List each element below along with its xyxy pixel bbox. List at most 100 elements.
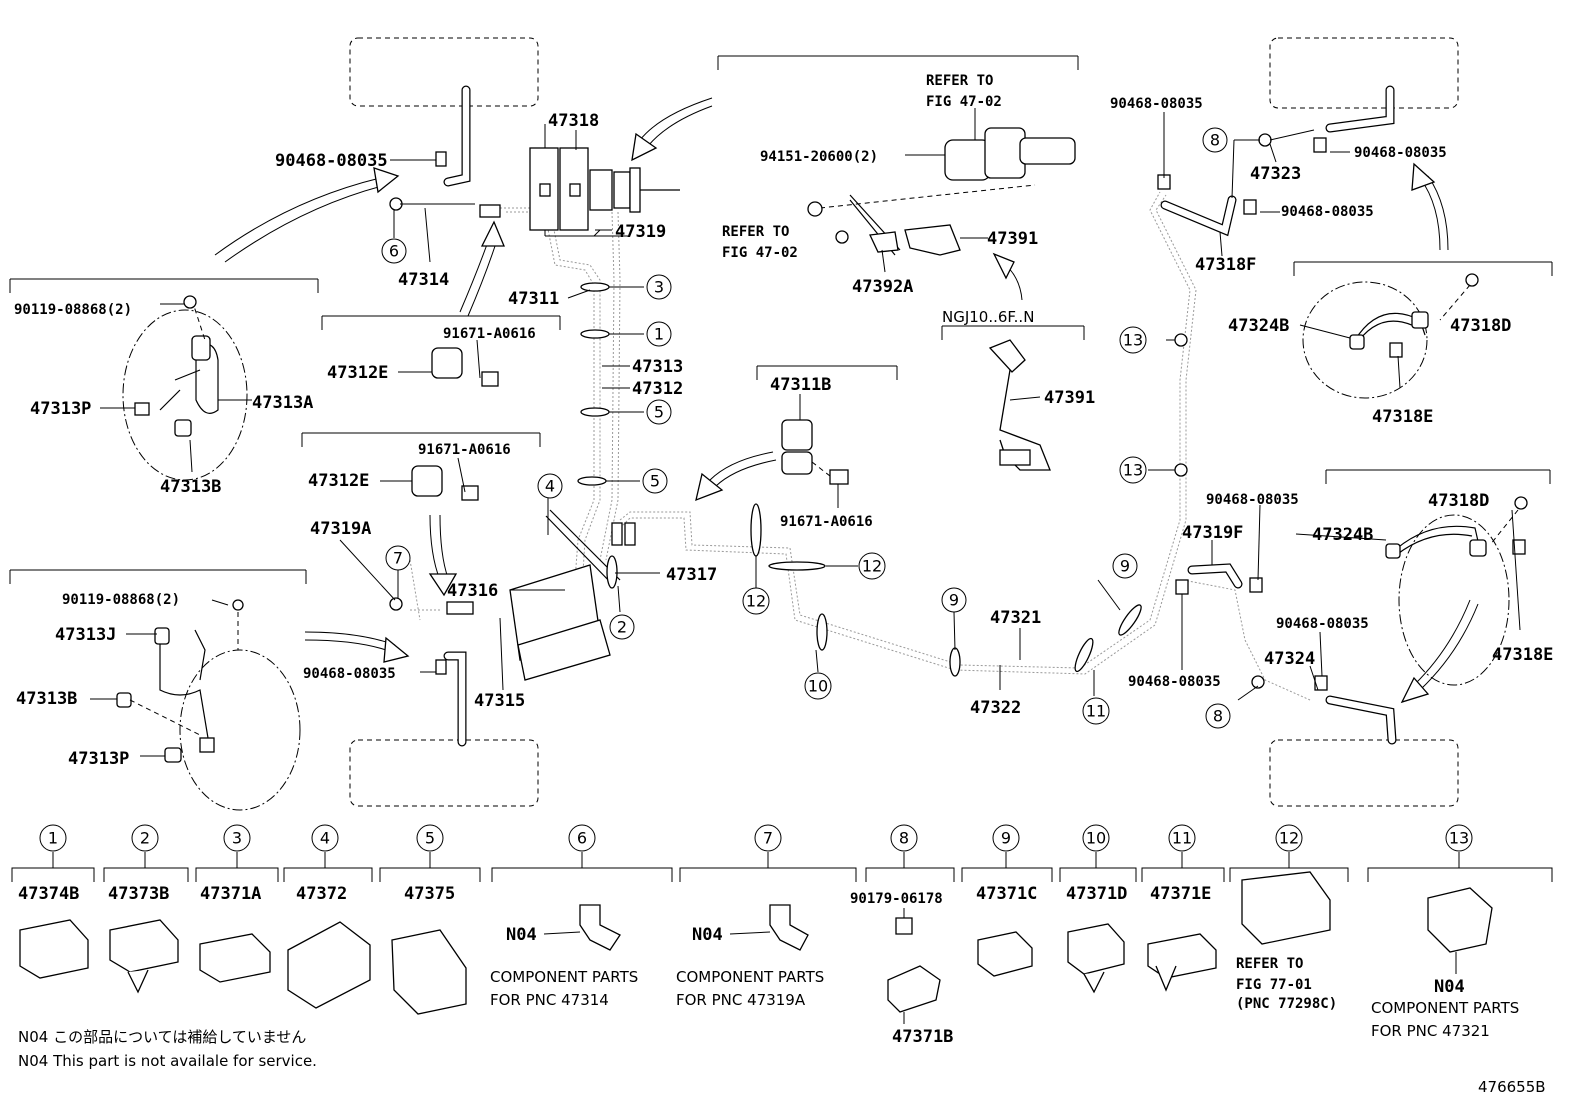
legend-c10-part: 47371D xyxy=(1066,884,1127,904)
ref-circle-9a: 9 xyxy=(941,587,967,613)
label-ngj: NGJ10..6F..N xyxy=(942,308,1034,326)
clip-47312e-lower xyxy=(301,432,541,501)
label-47323: 47323 xyxy=(1250,164,1301,184)
note-n04-en: N04 This part is not availale for servic… xyxy=(18,1052,317,1070)
legend-c12-line3: (PNC 77298C) xyxy=(1236,996,1337,1012)
hoses xyxy=(443,85,1397,747)
diagram-code: 476655B xyxy=(1478,1078,1546,1096)
label-47319a: 47319A xyxy=(310,519,371,539)
svg-text:12: 12 xyxy=(1279,829,1299,848)
ref-circle-11: 11 xyxy=(1082,697,1110,725)
label-47318e-a: 47318E xyxy=(1372,407,1433,427)
svg-text:5: 5 xyxy=(425,829,435,848)
legend-circle-8: 8 xyxy=(890,824,918,852)
legend-circle-2: 2 xyxy=(131,824,159,852)
label-47322: 47322 xyxy=(970,698,1021,718)
label-94151-20600: 94151-20600(2) xyxy=(760,149,878,165)
legend-circle-7: 7 xyxy=(754,824,782,852)
label-90468-08035-e: 90468-08035 xyxy=(1281,204,1374,220)
legend-c2-part: 47373B xyxy=(108,884,169,904)
wheel-box-rear-left xyxy=(349,739,539,807)
label-90468-08035-d: 90468-08035 xyxy=(1354,145,1447,161)
svg-text:6: 6 xyxy=(389,242,399,261)
legend-row: 1 2 3 4 5 6 7 8 9 10 11 12 13 xyxy=(11,824,1553,1047)
ref-circle-2: 2 xyxy=(609,614,635,640)
label-47324: 47324 xyxy=(1264,649,1315,669)
legend-circle-12: 12 xyxy=(1275,824,1303,852)
ngj-bracket xyxy=(941,325,1085,471)
part-labels: 90468-08035 47314 47318 47319 47311 4731… xyxy=(14,73,1553,769)
label-47312e-a: 47312E xyxy=(327,363,388,383)
label-47314: 47314 xyxy=(398,270,449,290)
svg-text:8: 8 xyxy=(899,829,909,848)
svg-text:11: 11 xyxy=(1086,702,1106,721)
label-47321: 47321 xyxy=(990,608,1041,628)
legend-c13-line2: FOR PNC 47321 xyxy=(1371,1022,1490,1040)
ref-circle-10: 10 xyxy=(804,672,832,700)
flow-arrows xyxy=(214,97,1479,704)
clip-47312e-upper xyxy=(321,315,561,387)
svg-text:5: 5 xyxy=(654,403,664,422)
legend-c7-line1: COMPONENT PARTS xyxy=(676,968,824,986)
legend-c12-line1: REFER TO xyxy=(1236,956,1303,972)
svg-text:2: 2 xyxy=(617,618,627,637)
label-47312e-b: 47312E xyxy=(308,471,369,491)
label-91671-a0616-c: 91671-A0616 xyxy=(780,514,873,530)
label-47318d-a: 47318D xyxy=(1450,316,1511,336)
ref-circle-5b: 5 xyxy=(642,468,668,494)
svg-text:2: 2 xyxy=(140,829,150,848)
svg-text:8: 8 xyxy=(1213,707,1223,726)
booster-bracket xyxy=(717,55,1079,256)
svg-text:9: 9 xyxy=(1001,829,1011,848)
svg-text:7: 7 xyxy=(393,549,403,568)
legend-c6-line2: FOR PNC 47314 xyxy=(490,991,609,1009)
master-cylinder xyxy=(529,124,680,237)
label-90468-08035-h: 90468-08035 xyxy=(1128,674,1221,690)
ref-circle-12b: 12 xyxy=(858,552,886,580)
legend-circle-9: 9 xyxy=(992,824,1020,852)
label-fig-47-02-1: FIG 47-02 xyxy=(926,94,1002,110)
label-47391-b: 47391 xyxy=(1044,388,1095,408)
legend-circle-11: 11 xyxy=(1168,824,1196,852)
legend-c7-code: N04 xyxy=(692,925,723,945)
legend-c8-bottom: 47371B xyxy=(892,1027,953,1047)
pipe-clamps xyxy=(577,282,1188,677)
abs-actuator xyxy=(446,204,636,681)
label-47317: 47317 xyxy=(666,565,717,585)
svg-text:12: 12 xyxy=(862,557,882,576)
label-47313b-a: 47313B xyxy=(160,477,221,497)
legend-c5-part: 47375 xyxy=(404,884,455,904)
legend-c8-top: 90179-06178 xyxy=(850,891,943,907)
svg-text:4: 4 xyxy=(320,829,330,848)
svg-text:10: 10 xyxy=(1086,829,1106,848)
svg-text:6: 6 xyxy=(577,829,587,848)
wheel-box-rear-right xyxy=(1269,739,1459,807)
legend-circle-10: 10 xyxy=(1082,824,1110,852)
ref-circle-9b: 9 xyxy=(1112,553,1138,579)
legend-circle-4: 4 xyxy=(311,824,339,852)
label-90468-08035-f: 90468-08035 xyxy=(1206,492,1299,508)
label-47316: 47316 xyxy=(447,581,498,601)
front-right-caliper-group xyxy=(1293,261,1553,399)
ref-circle-5a: 5 xyxy=(646,399,672,425)
label-47311b: 47311B xyxy=(770,375,831,395)
svg-text:13: 13 xyxy=(1449,829,1469,848)
label-47319f: 47319F xyxy=(1182,523,1243,543)
legend-circle-1: 1 xyxy=(39,824,67,852)
label-47313p-a: 47313P xyxy=(30,399,91,419)
joint-47311b xyxy=(756,365,898,485)
label-47318: 47318 xyxy=(548,111,599,131)
label-47324b-a: 47324B xyxy=(1228,316,1289,336)
legend-c11-part: 47371E xyxy=(1150,884,1211,904)
ref-circle-8b: 8 xyxy=(1205,703,1231,729)
legend-circle-6: 6 xyxy=(568,824,596,852)
svg-text:7: 7 xyxy=(763,829,773,848)
ref-circle-13a: 13 xyxy=(1119,326,1147,354)
ref-circle-4: 4 xyxy=(537,473,563,499)
note-n04-jp: N04 この部品については補給していません xyxy=(18,1028,306,1046)
label-fig-47-02-2: FIG 47-02 xyxy=(722,245,798,261)
legend-c1-part: 47374B xyxy=(18,884,79,904)
label-47313j: 47313J xyxy=(55,625,116,645)
label-47318f: 47318F xyxy=(1195,255,1256,275)
leader-lines xyxy=(90,108,1521,757)
